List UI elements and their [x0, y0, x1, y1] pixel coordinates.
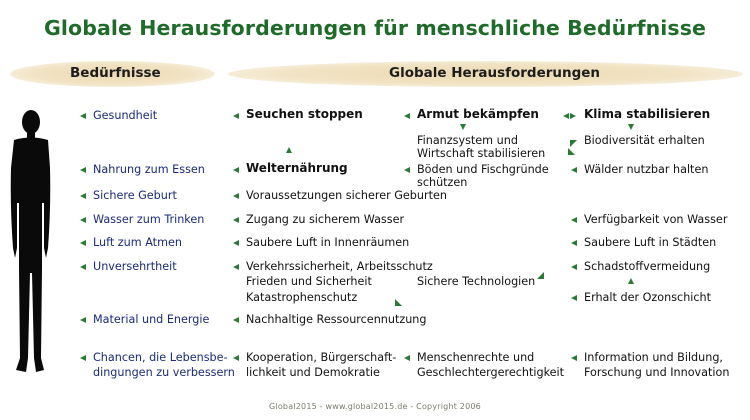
challenge-bildung-line2: Forschung und Innovation	[584, 366, 730, 379]
challenge-armut: Armut bekämpfen	[417, 107, 539, 121]
need-geburt: Sichere Geburt	[93, 189, 177, 202]
arrow-icon	[80, 193, 86, 199]
challenge-frieden: Frieden und Sicherheit	[246, 275, 372, 288]
challenge-kooperation-line1: Kooperation, Bürgerschaft-	[246, 351, 397, 364]
arrow-down-icon	[460, 124, 466, 130]
challenge-welternaehrung: Welternährung	[246, 161, 348, 175]
challenge-verfuegbarkeit-wasser: Verfügbarkeit von Wasser	[584, 213, 728, 226]
arrow-icon	[571, 217, 577, 223]
challenge-menschenrechte-line1: Menschenrechte und	[417, 351, 535, 364]
arrow-icon	[80, 264, 86, 270]
arrow-icon	[571, 295, 577, 301]
need-material: Material und Energie	[93, 313, 210, 326]
challenge-schadstoff: Schadstoffvermeidung	[584, 260, 711, 273]
arrow-icon	[233, 217, 239, 223]
arrow-icon	[233, 113, 239, 119]
arrow-icon	[80, 355, 86, 361]
challenge-klima: Klima stabilisieren	[584, 107, 711, 121]
arrow-icon	[233, 264, 239, 270]
challenge-luft-staedte: Saubere Luft in Städten	[584, 236, 717, 249]
arrow-up-icon	[628, 278, 634, 284]
needs-header-band	[10, 61, 215, 87]
challenge-boeden-line1: Böden und Fischgründe	[417, 163, 549, 176]
footer-copyright: Global2015 - www.global2015.de - Copyrig…	[269, 402, 481, 411]
arrow-icon	[233, 240, 239, 246]
human-silhouette-icon	[10, 110, 51, 372]
arrow-icon	[563, 113, 569, 119]
arrow-icon	[571, 264, 577, 270]
arrow-diagonal-icon	[395, 299, 402, 306]
arrow-icon	[571, 240, 577, 246]
arrow-icon	[80, 240, 86, 246]
arrow-icon	[80, 217, 86, 223]
challenge-zugang-wasser: Zugang zu sicherem Wasser	[246, 213, 405, 226]
challenge-menschenrechte-line2: Geschlechtergerechtigkeit	[417, 366, 565, 379]
challenge-finanz-line2: Wirtschaft stabilisieren	[417, 147, 546, 160]
challenge-kooperation-line2: lichkeit und Demokratie	[246, 366, 380, 379]
challenge-sichere-technologien: Sichere Technologien	[417, 275, 536, 288]
challenge-verkehr: Verkehrssicherheit, Arbeitsschutz	[246, 260, 433, 273]
need-luft: Luft zum Atmen	[93, 236, 182, 249]
needs-header: Bedürfnisse	[70, 65, 161, 81]
arrow-icon	[80, 167, 86, 173]
challenges-header-band	[228, 61, 743, 87]
challenge-luft-innen: Saubere Luft in Innenräumen	[246, 236, 410, 249]
need-chancen-line1: Chancen, die Lebensbe-	[93, 351, 228, 364]
arrow-icon	[404, 113, 410, 119]
challenges-header: Globale Herausforderungen	[389, 65, 601, 81]
arrow-icon	[233, 193, 239, 199]
arrow-icon	[571, 355, 577, 361]
arrow-icon	[80, 317, 86, 323]
challenge-waelder: Wälder nutzbar halten	[584, 163, 709, 176]
page-title: Globale Herausforderungen für menschlich…	[43, 16, 707, 40]
need-chancen-line2: dingungen zu verbessern	[93, 366, 235, 379]
arrow-icon	[404, 355, 410, 361]
arrow-icon	[233, 317, 239, 323]
challenge-seuchen: Seuchen stoppen	[246, 107, 363, 121]
challenge-geburten: Voraussetzungen sicherer Geburten	[246, 189, 447, 202]
arrow-icon	[404, 167, 410, 173]
challenge-ressourcen: Nachhaltige Ressourcennutzung	[246, 313, 427, 326]
need-wasser: Wasser zum Trinken	[93, 213, 205, 226]
arrow-diagonal-icon	[570, 140, 577, 147]
need-nahrung: Nahrung zum Essen	[93, 163, 205, 176]
arrow-diagonal-icon	[537, 272, 544, 279]
challenge-finanz-line1: Finanzsystem und	[417, 134, 518, 147]
arrow-icon	[571, 167, 577, 173]
arrow-down-icon	[628, 124, 634, 130]
need-unversehrtheit: Unversehrtheit	[93, 260, 177, 273]
arrow-icon	[233, 167, 239, 173]
arrow-diagonal-icon	[568, 148, 575, 155]
challenge-katastrophen: Katastrophenschutz	[246, 291, 358, 304]
challenge-ozon: Erhalt der Ozonschicht	[584, 291, 712, 304]
challenge-biodiversitaet: Biodiversität erhalten	[584, 134, 705, 147]
need-gesundheit: Gesundheit	[93, 109, 158, 122]
arrow-icon	[233, 355, 239, 361]
challenge-bildung-line1: Information und Bildung,	[584, 351, 723, 364]
arrow-icon	[80, 113, 86, 119]
arrow-up-icon	[286, 147, 292, 153]
challenge-boeden-line2: schützen	[417, 176, 468, 189]
arrow-icon	[570, 113, 576, 119]
